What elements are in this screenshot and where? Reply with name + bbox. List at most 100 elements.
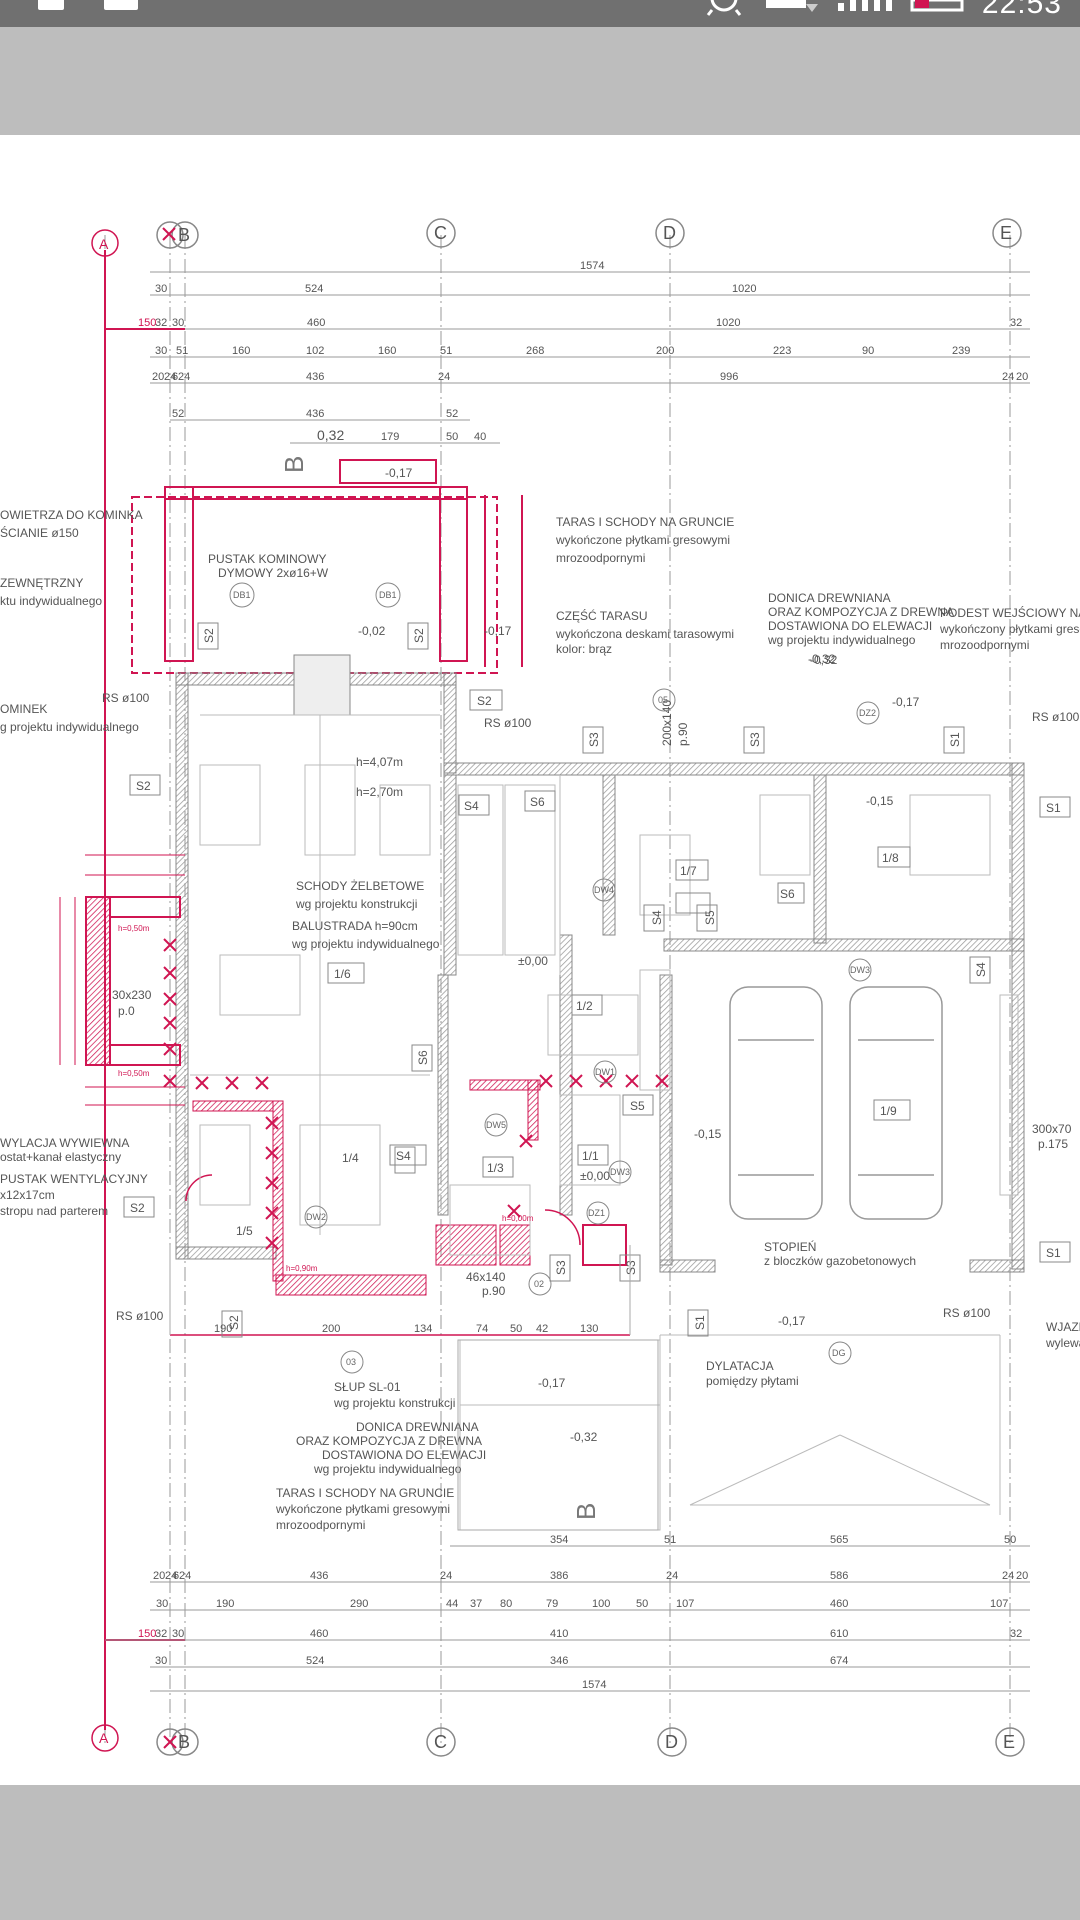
signal-icon xyxy=(837,0,892,11)
dim-text: 32 xyxy=(155,1628,167,1640)
dim-text: 1574 xyxy=(580,260,604,272)
room-label: 1/7 xyxy=(680,864,697,878)
dim-text: 223 xyxy=(773,345,791,357)
dim-text: 410 xyxy=(550,1628,568,1640)
dim-text: 1020 xyxy=(716,317,740,329)
dim-text: 200 xyxy=(656,345,674,357)
note: RS ø100 xyxy=(484,716,532,730)
door-tag: DZ1 xyxy=(588,1208,605,1218)
door-tag: DW2 xyxy=(306,1212,326,1222)
door-tag: DW3 xyxy=(850,965,870,975)
note: wylewa xyxy=(1045,1336,1080,1350)
dim-text: 52 xyxy=(446,408,458,420)
note: -0,32 xyxy=(808,652,836,666)
dim-text: 160 xyxy=(378,345,396,357)
note: BALUSTRADA h=90cm xyxy=(292,919,418,933)
note: z bloczków gazobetonowych xyxy=(764,1254,916,1268)
highlight-red xyxy=(85,896,627,1296)
dim-text: 436 xyxy=(306,371,324,383)
room-label: S6 xyxy=(416,1050,430,1065)
room-label: S4 xyxy=(396,1149,411,1163)
dim-text: 50 xyxy=(446,431,458,443)
note: ktu indywidualnego xyxy=(0,594,102,608)
dim-text: 79 xyxy=(546,1598,558,1610)
dim-text: 386 xyxy=(550,1570,568,1582)
dim-text: 30 xyxy=(155,283,167,295)
note: p.90 xyxy=(676,722,690,746)
dim-text: 107 xyxy=(676,1598,694,1610)
note: DONICA DREWNIANA xyxy=(356,1420,479,1434)
note: WYLACJA WYWIEWNA xyxy=(0,1136,129,1150)
dim-text: 6 xyxy=(172,371,178,383)
dim-text: 565 xyxy=(830,1534,848,1546)
system-tray: 22:53 xyxy=(702,0,1062,27)
room-label: S4 xyxy=(650,910,664,925)
note: wykończone płytkami gresowymi xyxy=(555,533,730,547)
note: mrozoodpornymi xyxy=(940,638,1029,652)
dim-text: 24 xyxy=(1002,1570,1014,1582)
axis-label-c-bottom: C xyxy=(434,1732,447,1752)
dim-text: 190 xyxy=(216,1598,234,1610)
note: g projektu indywidualnego xyxy=(0,720,139,734)
note: 46x140 xyxy=(466,1270,506,1284)
dim-text: 586 xyxy=(830,1570,848,1582)
wall-tags xyxy=(123,622,1071,1338)
dim-text: 1020 xyxy=(732,283,756,295)
notification-icon xyxy=(38,0,64,10)
room-label: S2 xyxy=(477,694,492,708)
door-tag: DW4 xyxy=(594,885,614,895)
room-label: S2 xyxy=(227,1315,241,1330)
dim-text: 160 xyxy=(232,345,250,357)
room-label: S1 xyxy=(693,1315,707,1330)
dim-text: 24 xyxy=(440,1570,452,1582)
note: p.175 xyxy=(1038,1137,1068,1151)
level-mark: -0,02 xyxy=(358,624,386,638)
dim-text: 32 xyxy=(155,317,167,329)
section-mark-b-top: B xyxy=(279,456,309,473)
axis-label-a-top: A xyxy=(99,236,109,252)
dim-text: 90 xyxy=(862,345,874,357)
dim-text: 30 xyxy=(155,1655,167,1667)
note: SCHODY ŻELBETOWE xyxy=(296,879,424,893)
dim-text: 24 xyxy=(1002,371,1014,383)
dim-text: 32 xyxy=(1010,1628,1022,1640)
notification-icon xyxy=(104,0,138,10)
dim-text: 179 xyxy=(381,431,399,443)
notification-area xyxy=(38,0,138,27)
room-label: S6 xyxy=(530,795,545,809)
garage-cars xyxy=(729,986,943,1220)
interior-furniture xyxy=(190,714,1019,1531)
door-tags xyxy=(229,582,880,1374)
room-label: S2 xyxy=(412,628,426,643)
axis-label-a-bottom: A xyxy=(99,1730,109,1746)
note: wykończony płytkami greso xyxy=(939,622,1080,636)
room-label: S6 xyxy=(780,887,795,901)
dim-text: 51 xyxy=(664,1534,676,1546)
axis-label-e-bottom: E xyxy=(1003,1732,1015,1752)
note: wg projektu indywidualnego xyxy=(291,937,440,951)
note: -0,32 xyxy=(810,653,838,667)
note: 300x70 xyxy=(1032,1122,1072,1136)
dim-text: 20 xyxy=(152,371,164,383)
room-labels: S2 S2 S2 S2 S3 S3 S1 S1 S4 S6 1/7 1/8 S6… xyxy=(130,628,1061,1330)
dim-text: 24 xyxy=(438,371,450,383)
floor-plan-drawing[interactable]: A B C D E A B C D E 1574 30 524 1020 150… xyxy=(0,135,1080,1785)
dim-text: 51 xyxy=(440,345,452,357)
note: OMINEK xyxy=(0,702,47,716)
dim-text: 239 xyxy=(952,345,970,357)
note: -0,15 xyxy=(694,1127,722,1141)
room-label: S4 xyxy=(464,799,479,813)
axis-label-e-top: E xyxy=(1000,223,1012,243)
note: wg projektu indywidualnego xyxy=(313,1462,462,1476)
dim-text: 0,32 xyxy=(317,427,344,443)
image-viewer[interactable]: A B C D E A B C D E 1574 30 524 1020 150… xyxy=(0,135,1080,1785)
note: p.90 xyxy=(482,1284,506,1298)
note: CZĘŚĆ TARASU xyxy=(556,608,648,623)
note: wykończona deskami tarasowymi xyxy=(555,627,734,641)
door-tag: 05 xyxy=(658,695,668,705)
note: kolor: brąz xyxy=(556,642,612,656)
room-label: 1/6 xyxy=(334,967,351,981)
note: ostat+kanał elastyczny xyxy=(0,1150,121,1164)
note: OWIETRZA DO KOMINKA xyxy=(0,508,143,522)
note: wg projektu konstrukcji xyxy=(333,1396,455,1410)
